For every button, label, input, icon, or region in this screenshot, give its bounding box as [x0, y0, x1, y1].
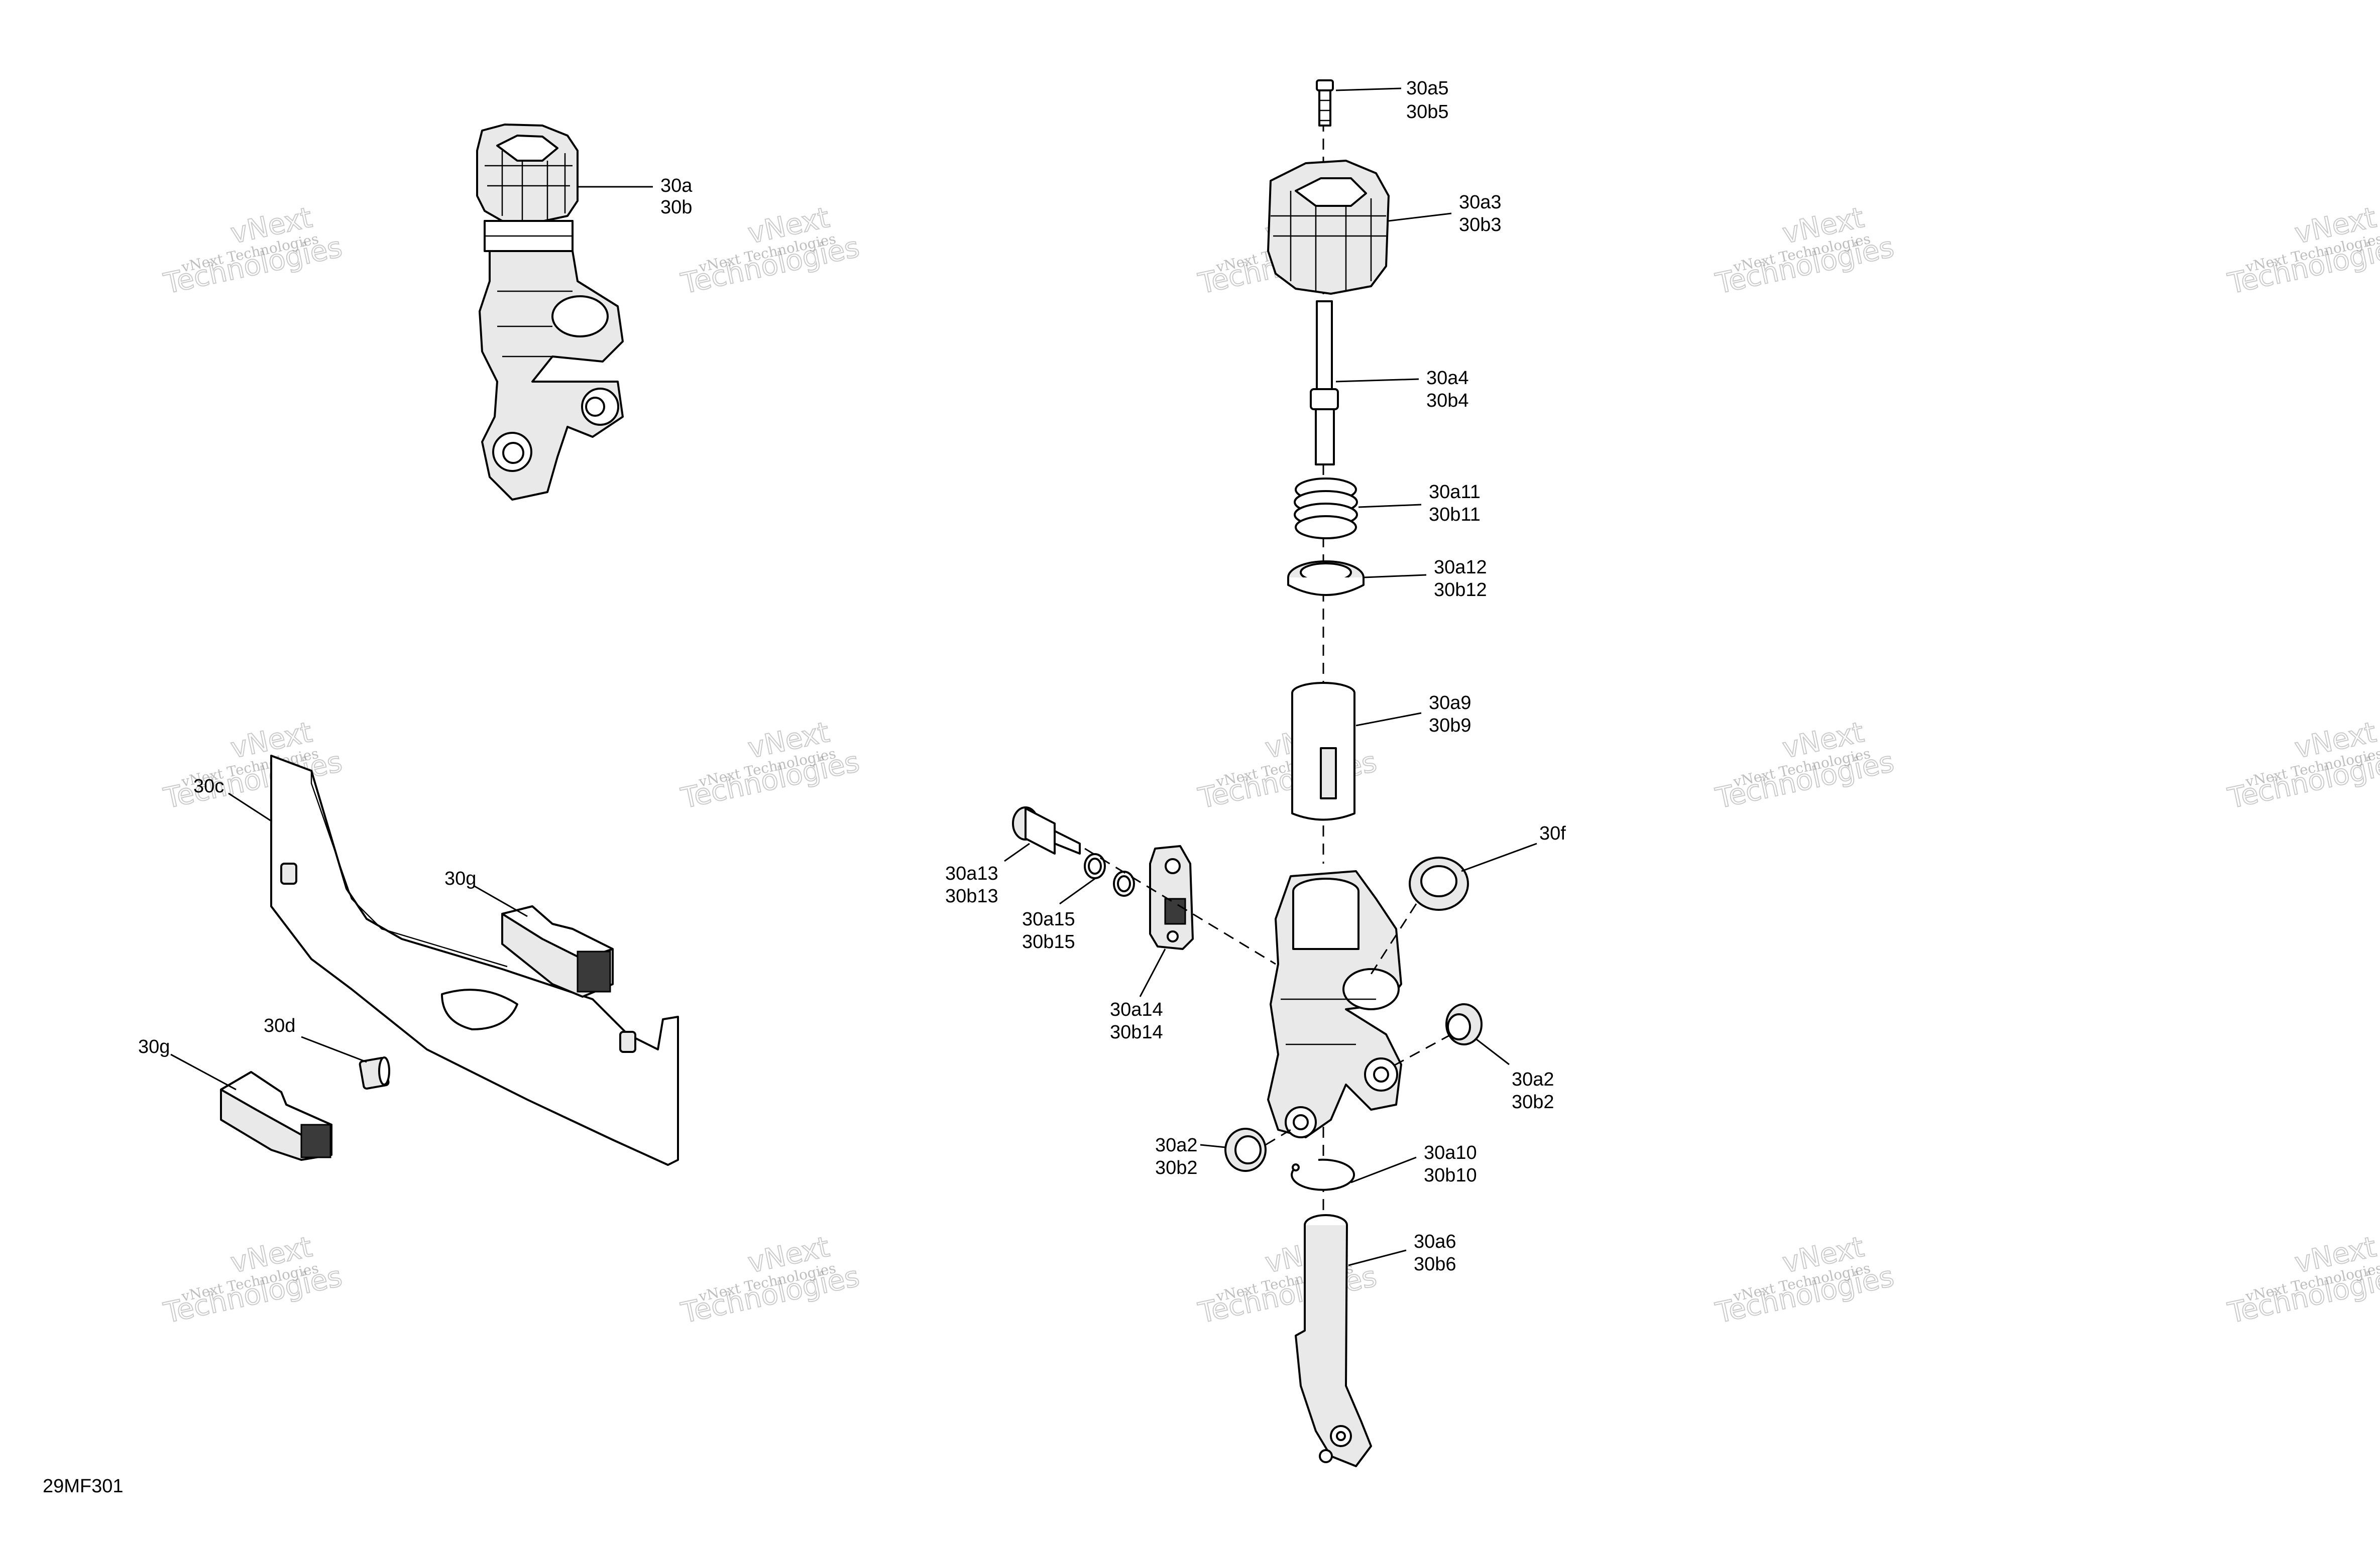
label-30a15: 30a15 [1022, 909, 1075, 930]
label-30a4: 30a4 [1426, 368, 1469, 389]
label-30d: 30d [264, 1015, 295, 1036]
watermark: Technologies vNext vNext Technologies [1712, 1230, 1897, 1330]
watermark: Technologies vNext vNext Technologies [1195, 1230, 1380, 1330]
label-30a6: 30a6 [1414, 1231, 1456, 1252]
leader-30c [228, 792, 272, 822]
watermark: Technologies vNext vNext Technologies [2224, 201, 2380, 301]
leader-30a10 [1350, 1156, 1417, 1183]
leader-30a14 [1139, 948, 1166, 997]
watermark-group: Technologies vNext vNext Technologies Te… [160, 201, 2380, 1330]
label-30a11: 30a11 [1429, 482, 1481, 503]
watermark: Technologies vNext vNext Technologies [677, 1230, 862, 1330]
part-30a4-shaft [1310, 300, 1339, 465]
label-30a9: 30a9 [1429, 692, 1471, 714]
label-30b5: 30b5 [1406, 101, 1449, 123]
axis-bushing-right [1391, 1033, 1452, 1068]
leader-30f [1461, 843, 1537, 872]
label-30a5: 30a5 [1406, 78, 1449, 99]
label-30a: 30a [660, 175, 693, 196]
part-30a9-sleeve [1291, 682, 1355, 821]
label-30b14: 30b14 [1110, 1022, 1163, 1043]
label-30a13: 30a13 [945, 863, 998, 884]
label-30b12: 30b12 [1434, 579, 1487, 601]
part-30a2-bushing-right [1445, 1003, 1483, 1045]
label-30b9: 30b9 [1429, 715, 1471, 736]
leader-30a2-right [1476, 1038, 1510, 1065]
part-30a3-knob [1267, 160, 1390, 295]
leader-30d [301, 1036, 367, 1063]
label-30b: 30b [660, 197, 692, 218]
label-30a2-left: 30a2 [1155, 1135, 1198, 1156]
assembled-pedal-unit [476, 124, 624, 501]
label-30f: 30f [1539, 823, 1566, 844]
diagram-id-label: 29MF301 [43, 1476, 124, 1497]
part-30d-spacer [359, 1056, 390, 1090]
label-30a3: 30a3 [1459, 192, 1502, 213]
label-30b10: 30b10 [1424, 1165, 1477, 1186]
part-30a13-pin [1012, 806, 1081, 855]
part-30a10-circlip [1291, 1158, 1355, 1191]
leader-30g-lower [170, 1053, 237, 1091]
label-30b11: 30b11 [1429, 504, 1481, 525]
label-30b3: 30b3 [1459, 214, 1502, 235]
part-30a11-spring [1294, 478, 1358, 539]
part-30g-pad-lower [220, 1071, 332, 1161]
part-30a5-screw [1316, 79, 1334, 127]
label-30g-lower: 30g [138, 1036, 170, 1057]
leader-30g-upper [474, 885, 528, 917]
watermark: Technologies vNext vNext Technologies [1712, 201, 1897, 301]
leader-30a9 [1355, 712, 1422, 727]
label-30c: 30c [193, 776, 224, 797]
part-30a2-bushing-left [1224, 1128, 1267, 1172]
watermark: Technologies vNext vNext Technologies [2224, 716, 2380, 815]
axis-30f [1370, 903, 1417, 975]
axis-bushing-left [1265, 1129, 1291, 1146]
watermark: Technologies vNext vNext Technologies [160, 201, 345, 301]
watermark: Technologies vNext vNext Technologies [677, 201, 862, 301]
part-30a14-plate [1149, 845, 1194, 950]
label-30b13: 30b13 [945, 886, 998, 907]
label-30a12: 30a12 [1434, 557, 1487, 578]
label-30b15: 30b15 [1022, 931, 1075, 953]
part-30c-bracket [270, 755, 679, 1166]
watermark: Technologies vNext vNext Technologies [677, 716, 862, 815]
part-30f-cap [1409, 857, 1469, 911]
label-30b4: 30b4 [1426, 390, 1469, 411]
label-30a14: 30a14 [1110, 999, 1163, 1020]
part-30a6-pedal-arm [1295, 1214, 1372, 1467]
watermark: Technologies vNext vNext Technologies [160, 1230, 345, 1330]
part-30a15-washers [1084, 853, 1135, 897]
label-30b2-right: 30b2 [1512, 1092, 1554, 1113]
leader-30a6 [1348, 1249, 1407, 1266]
leader-30a15 [1059, 878, 1095, 905]
leader-30a5 [1335, 87, 1402, 91]
part-pedal-body [1267, 870, 1402, 1138]
leader-30a12 [1363, 574, 1427, 578]
watermark: Technologies vNext vNext Technologies [2224, 1230, 2380, 1330]
leader-30a11 [1358, 504, 1422, 508]
leader-30a4 [1335, 378, 1419, 383]
label-30a10: 30a10 [1424, 1142, 1477, 1163]
label-30b2-left: 30b2 [1155, 1157, 1198, 1178]
label-30a2-right: 30a2 [1512, 1069, 1554, 1090]
leader-30a3 [1388, 212, 1452, 222]
part-30a12-ring [1287, 560, 1365, 596]
axis-pin [1084, 848, 1276, 965]
watermark: Technologies vNext vNext Technologies [1712, 716, 1897, 815]
label-30b6: 30b6 [1414, 1254, 1456, 1275]
leader-30a2-left [1200, 1144, 1226, 1148]
leader-30a13 [1004, 843, 1030, 862]
part-30g-pad-upper [501, 905, 614, 998]
label-30g-upper: 30g [444, 868, 476, 889]
